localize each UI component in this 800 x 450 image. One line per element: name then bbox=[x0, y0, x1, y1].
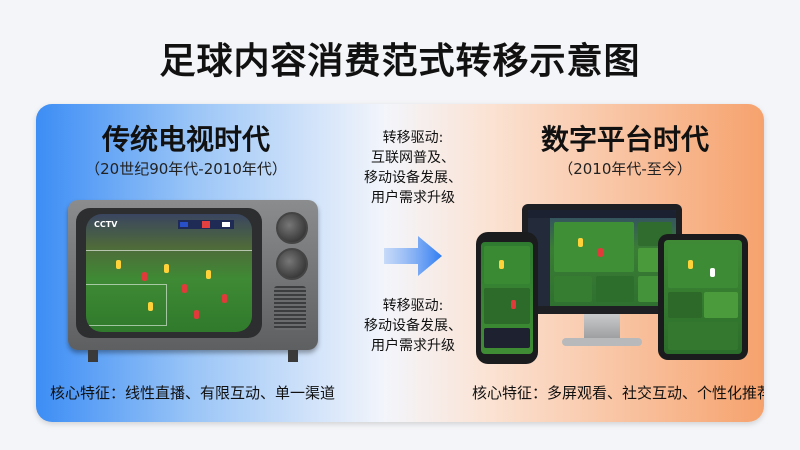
tv-legs bbox=[68, 350, 318, 362]
diagram-title: 足球内容消费范式转移示意图 bbox=[159, 41, 641, 82]
tablet-screen-football bbox=[664, 240, 742, 354]
tv-knob-icon bbox=[276, 248, 308, 280]
smartphone-illustration bbox=[476, 232, 538, 364]
transition-arrow-icon bbox=[384, 236, 442, 276]
driver-line: 用户需求升级 bbox=[371, 190, 455, 206]
tv-era-core-features: 核心特征：线性直播、有限互动、单一渠道 bbox=[50, 384, 336, 402]
digital-era-period: （2010年代-至今） bbox=[558, 160, 692, 178]
comparison-panel: 传统电视时代 （20世纪90年代-2010年代） 数字平台时代 （2010年代-… bbox=[36, 104, 764, 422]
digital-era-core-features: 核心特征：多屏观看、社交互动、个性化推荐 bbox=[472, 384, 764, 402]
tv-speaker-grill bbox=[274, 286, 306, 330]
retro-tv-illustration: CCTV bbox=[68, 200, 318, 362]
tv-era-period: （20世纪90年代-2010年代） bbox=[85, 160, 287, 178]
desktop-monitor-illustration bbox=[522, 204, 682, 314]
driver-line: 转移驱动: bbox=[382, 298, 444, 314]
phone-screen-football bbox=[481, 242, 533, 354]
tv-cabinet: CCTV bbox=[68, 200, 318, 350]
monitor-base bbox=[562, 338, 642, 346]
transition-drivers-bottom: 转移驱动: 移动设备发展、 用户需求升级 bbox=[348, 296, 478, 356]
tv-era-title: 传统电视时代 bbox=[101, 123, 270, 156]
driver-line: 移动设备发展、 bbox=[364, 170, 462, 186]
digital-era-title: 数字平台时代 bbox=[540, 123, 709, 156]
driver-line: 移动设备发展、 bbox=[364, 318, 462, 334]
monitor-stand bbox=[584, 314, 620, 340]
transition-drivers-top: 转移驱动: 互联网普及、 移动设备发展、 用户需求升级 bbox=[348, 128, 478, 208]
monitor-screen-streaming-app bbox=[528, 210, 676, 306]
tv-screen-football-match: CCTV bbox=[86, 214, 252, 332]
scoreboard bbox=[178, 220, 234, 229]
tv-controls bbox=[268, 210, 312, 340]
tv-knob-icon bbox=[276, 212, 308, 244]
driver-line: 互联网普及、 bbox=[371, 150, 455, 166]
tablet-illustration bbox=[658, 234, 748, 360]
cctv-logo: CCTV bbox=[94, 220, 118, 229]
driver-line: 用户需求升级 bbox=[371, 338, 455, 354]
driver-line: 转移驱动: bbox=[382, 130, 444, 146]
